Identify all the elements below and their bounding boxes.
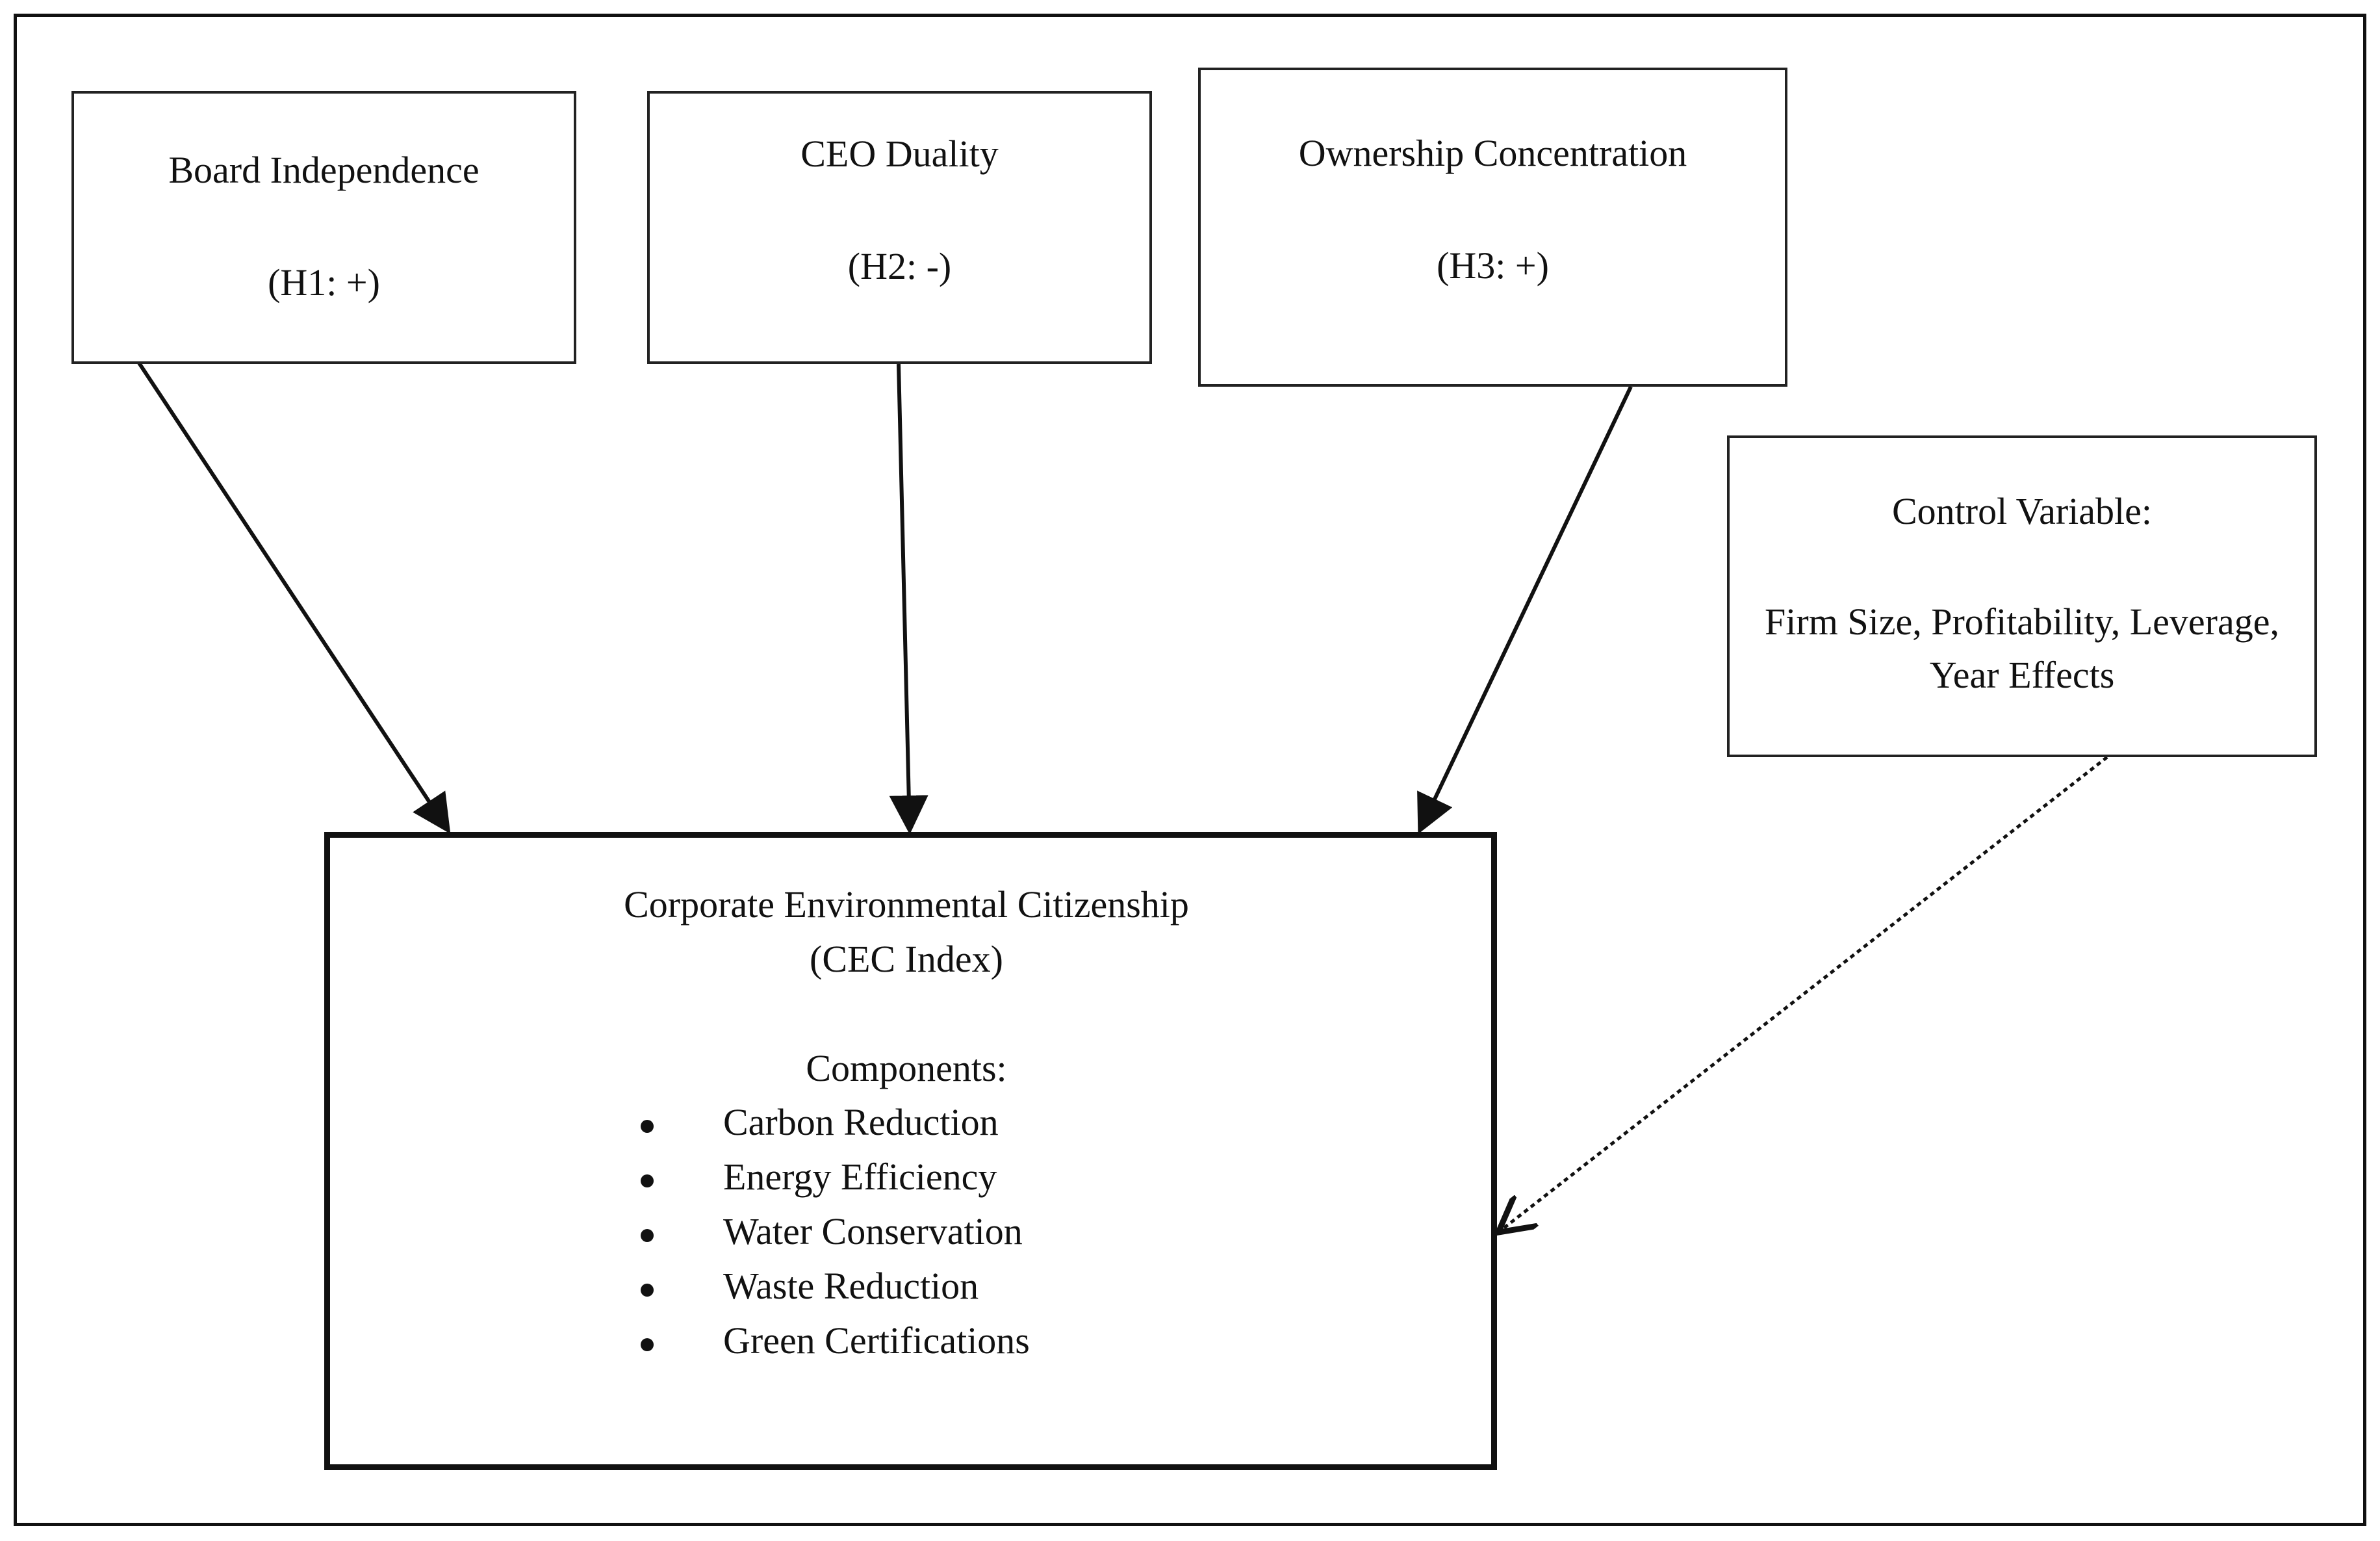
bullet-icon [641, 1229, 654, 1242]
component-item: Energy Efficiency [330, 1152, 1491, 1207]
ownership-concentration-label: Ownership Concentration [1298, 132, 1687, 174]
ownership-concentration-box: Ownership Concentration (H3: +) [1198, 68, 1787, 387]
control-variable-label: Control Variable: [1891, 490, 2153, 532]
cec-components-list: Carbon Reduction Energy Efficiency Water… [330, 1098, 1491, 1371]
ceo-duality-label: CEO Duality [800, 133, 999, 175]
component-label: Energy Efficiency [723, 1156, 997, 1198]
arrow-control-to-cec [1501, 756, 2108, 1230]
bullet-icon [641, 1338, 654, 1351]
arrow-board-to-cec [136, 361, 451, 835]
arrow-ownership-to-cec [1417, 385, 1633, 835]
component-item: Carbon Reduction [330, 1098, 1491, 1152]
component-item: Water Conservation [330, 1207, 1491, 1262]
bullet-icon [641, 1174, 654, 1187]
cec-components-label: Components: [806, 1047, 1007, 1089]
bullet-icon [641, 1120, 654, 1133]
component-label: Carbon Reduction [723, 1101, 999, 1143]
component-label: Green Certifications [723, 1319, 1030, 1362]
board-independence-hypothesis: (H1: +) [268, 261, 380, 304]
component-item: Green Certifications [330, 1316, 1491, 1371]
board-independence-label: Board Independence [168, 149, 480, 191]
arrow-ceo-to-cec [889, 363, 928, 835]
component-label: Waste Reduction [723, 1265, 979, 1307]
component-item: Waste Reduction [330, 1262, 1491, 1316]
figure-frame [14, 14, 2366, 1526]
ceo-duality-box: CEO Duality (H2: -) [647, 91, 1152, 364]
ownership-concentration-hypothesis: (H3: +) [1437, 244, 1549, 287]
control-variable-box: Control Variable: Firm Size, Profitabili… [1727, 435, 2317, 757]
bullet-icon [641, 1284, 654, 1297]
cec-index-box: Corporate Environmental Citizenship (CEC… [324, 832, 1497, 1470]
ceo-duality-hypothesis: (H2: -) [847, 245, 952, 287]
control-variable-list-line1: Firm Size, Profitability, Leverage, [1765, 601, 2279, 643]
cec-subtitle: (CEC Index) [810, 938, 1003, 980]
component-label: Water Conservation [723, 1210, 1023, 1252]
control-variable-list-line2: Year Effects [1929, 654, 2115, 696]
cec-title: Corporate Environmental Citizenship [624, 883, 1189, 926]
board-independence-box: Board Independence (H1: +) [71, 91, 576, 364]
